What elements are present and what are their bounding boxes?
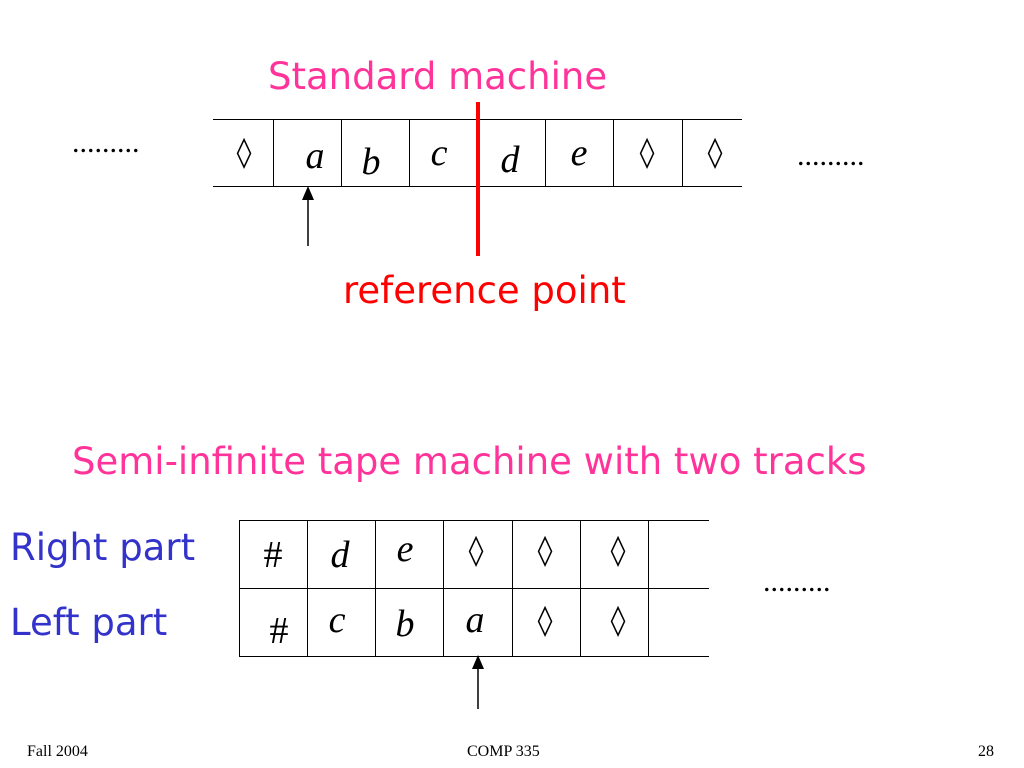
tape-divider bbox=[682, 119, 683, 187]
tape-divider bbox=[613, 119, 614, 187]
tape-divider bbox=[375, 520, 376, 657]
tape-right-ellipsis: ......... bbox=[797, 139, 865, 172]
tape-divider bbox=[512, 520, 513, 657]
reference-point-label: reference point bbox=[343, 269, 626, 312]
right-track-cell-blank: ◊ bbox=[537, 533, 553, 568]
right-track-cell-e: e bbox=[396, 528, 414, 570]
left-part-label: Left part bbox=[10, 601, 168, 644]
left-track-cell-blank: ◊ bbox=[537, 603, 553, 638]
reference-point-marker bbox=[476, 102, 480, 256]
tape-start-edge bbox=[239, 520, 240, 657]
tape-cell-c: c bbox=[430, 132, 448, 174]
tape-cell-a: a bbox=[305, 135, 325, 177]
right-part-label: Right part bbox=[10, 526, 196, 569]
tape-left-ellipsis: ......... bbox=[72, 126, 140, 159]
left-track-cell-b: b bbox=[395, 603, 415, 645]
tape-divider bbox=[648, 520, 649, 657]
tape-divider bbox=[545, 119, 546, 187]
tape-divider bbox=[273, 119, 274, 187]
left-track-cell-c: c bbox=[328, 599, 346, 641]
tape-cell-d: d bbox=[500, 139, 520, 181]
left-track-cell-a: a bbox=[465, 599, 485, 641]
tape-cell-b: b bbox=[361, 141, 381, 183]
tape-divider bbox=[443, 520, 444, 657]
tape-divider bbox=[307, 520, 308, 657]
track-separator bbox=[239, 588, 709, 589]
footer-date: Fall 2004 bbox=[27, 743, 88, 760]
tape-top-edge bbox=[239, 520, 709, 521]
right-track-cell-blank: ◊ bbox=[610, 533, 626, 568]
right-track-cell-blank: ◊ bbox=[468, 533, 484, 568]
footer-course: COMP 335 bbox=[467, 743, 540, 760]
head-arrow-icon bbox=[472, 655, 484, 709]
tape-cell-blank: ◊ bbox=[236, 135, 252, 170]
tape-divider bbox=[409, 119, 410, 187]
tape-cell-e: e bbox=[570, 132, 588, 174]
tape-cell-blank: ◊ bbox=[639, 135, 655, 170]
left-track-cell-hash: # bbox=[269, 610, 289, 652]
right-track-cell-hash: # bbox=[263, 534, 283, 576]
right-track-cell-d: d bbox=[330, 534, 350, 576]
two-track-ellipsis: ......... bbox=[763, 565, 831, 598]
tape-divider bbox=[341, 119, 342, 187]
tape-bottom-edge bbox=[239, 656, 709, 657]
standard-machine-title: Standard machine bbox=[268, 55, 608, 98]
head-arrow-icon bbox=[302, 186, 314, 246]
left-track-cell-blank: ◊ bbox=[610, 603, 626, 638]
tape-divider bbox=[580, 520, 581, 657]
footer-page-number: 28 bbox=[978, 743, 994, 760]
tape-cell-blank: ◊ bbox=[707, 135, 723, 170]
semi-infinite-title: Semi-infinite tape machine with two trac… bbox=[72, 440, 867, 483]
